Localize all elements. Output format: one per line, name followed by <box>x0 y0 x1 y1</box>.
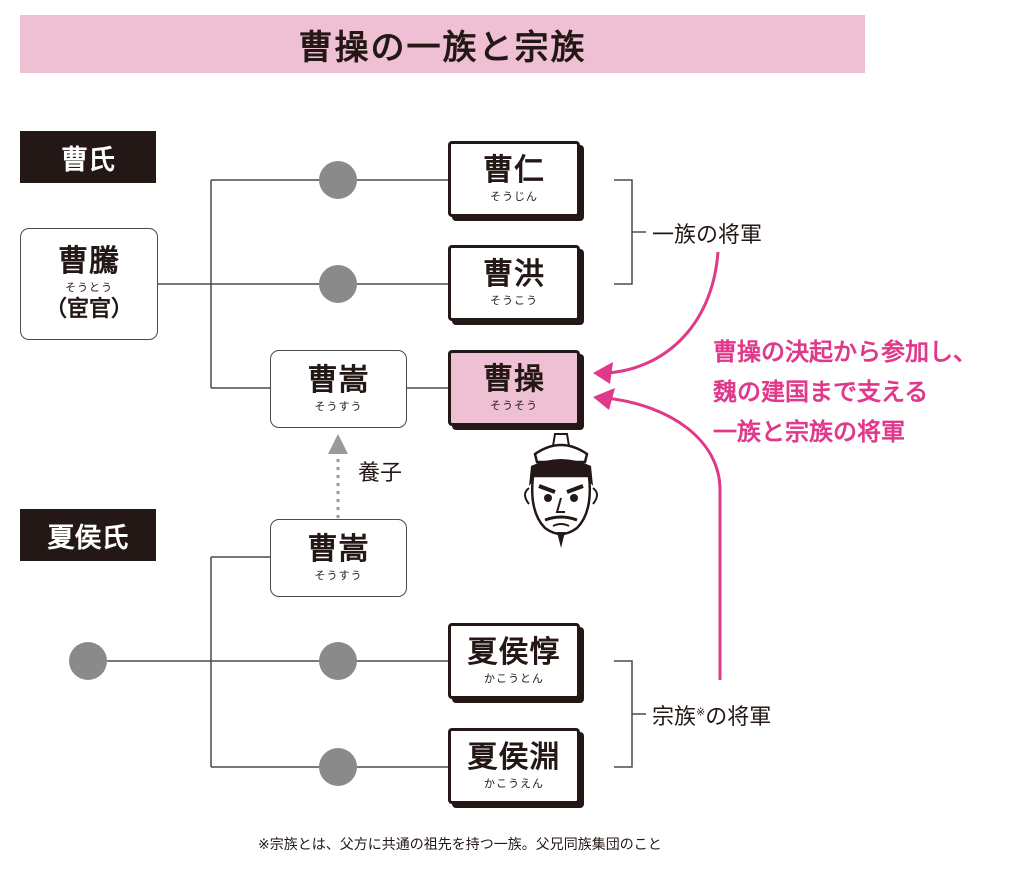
node-xiahou-dun: 夏侯惇 かこうとん <box>448 623 580 699</box>
lineage-generals-prefix: 宗族 <box>652 705 697 730</box>
lineage-generals-suffix: の将軍 <box>705 705 772 730</box>
dot-xiahou-dun-parent <box>319 642 357 680</box>
dot-cao-ren-parent <box>319 161 357 199</box>
node-name: 夏侯淵 <box>467 739 561 775</box>
node-cao-cao: 曹操 そうそう <box>448 350 580 426</box>
highlight-caption: 曹操の決起から参加し、 魏の建国まで支える 一族と宗族の将軍 <box>713 332 977 452</box>
pink-arrowhead-lower <box>593 388 615 410</box>
highlight-line-2: 魏の建国まで支える <box>713 378 929 406</box>
node-ruby: そうそう <box>490 398 538 412</box>
node-ruby: そうこう <box>490 293 538 307</box>
node-ruby: かこうえん <box>484 776 544 790</box>
node-ruby: そうじん <box>490 189 538 203</box>
node-note: （宦官） <box>44 297 133 322</box>
node-cao-ren: 曹仁 そうじん <box>448 141 580 217</box>
dot-xiahou-root <box>69 642 107 680</box>
node-cao-hong: 曹洪 そうこう <box>448 245 580 321</box>
title-banner: 曹操の一族と宗族 <box>20 15 865 73</box>
node-name: 曹嵩 <box>307 531 370 567</box>
adoption-label: 養子 <box>358 461 403 486</box>
clan-generals-label: 一族の将軍 <box>652 223 763 248</box>
node-cao-song-top: 曹嵩 そうすう <box>270 350 407 428</box>
highlight-line-1: 曹操の決起から参加し、 <box>713 338 977 366</box>
node-cao-song-bottom: 曹嵩 そうすう <box>270 519 407 597</box>
node-xiahou-yuan: 夏侯淵 かこうえん <box>448 728 580 804</box>
node-name: 曹嵩 <box>307 362 370 398</box>
clan-label-cao: 曹氏 <box>20 131 156 183</box>
node-name: 夏侯惇 <box>467 634 561 670</box>
node-ruby: そうとう <box>65 280 113 294</box>
node-name: 曹騰 <box>58 243 120 279</box>
adoption-arrow-head <box>328 434 348 454</box>
node-name: 曹操 <box>483 361 545 397</box>
footnote-mark: ※ <box>696 705 706 719</box>
node-ruby: かこうとん <box>484 671 544 685</box>
lineage-generals-label: 宗族※の将軍 <box>652 699 771 731</box>
clan-label-xiahou: 夏侯氏 <box>20 509 156 561</box>
node-cao-teng: 曹騰 そうとう （宦官） <box>20 228 158 340</box>
highlight-line-3: 一族と宗族の将軍 <box>713 418 905 446</box>
bracket-clan-generals <box>614 179 633 285</box>
bracket-lineage-generals <box>614 660 633 768</box>
node-name: 曹仁 <box>483 152 545 188</box>
pink-arrow-lower <box>605 396 722 680</box>
page-title: 曹操の一族と宗族 <box>298 27 587 68</box>
footnote: ※宗族とは、父方に共通の祖先を持つ一族。父兄同族集団のこと <box>258 837 662 853</box>
dot-cao-hong-parent <box>319 265 357 303</box>
node-ruby: そうすう <box>314 399 363 413</box>
cao-cao-face-illustration <box>524 433 598 548</box>
pink-arrowhead-upper <box>593 362 613 384</box>
pink-arrow-upper <box>605 251 720 375</box>
dot-xiahou-yuan-parent <box>319 748 357 786</box>
node-ruby: そうすう <box>314 568 363 582</box>
node-name: 曹洪 <box>483 256 545 292</box>
